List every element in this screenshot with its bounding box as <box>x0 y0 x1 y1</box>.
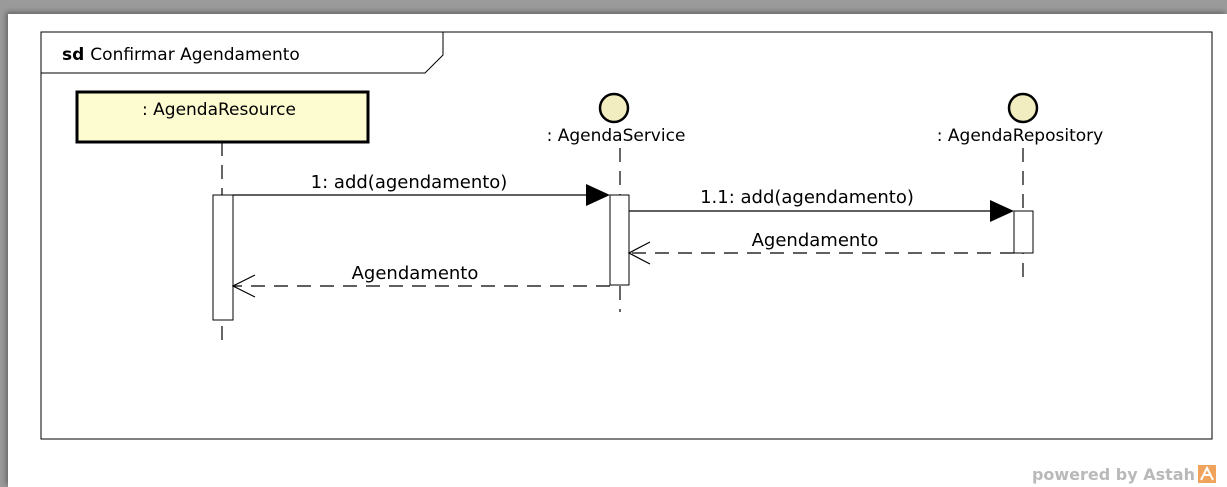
return-label-1: Agendamento <box>352 263 479 284</box>
lifeline-head-agenda-resource[interactable] <box>75 90 370 144</box>
activation-bar-agenda-repository <box>1013 210 1034 254</box>
sequence-frame <box>40 31 1213 440</box>
frame-title-tab <box>41 32 444 74</box>
lifeline-label-agenda-service: : AgendaService <box>547 126 686 146</box>
activation-bar-agenda-resource <box>212 194 234 321</box>
watermark-text: powered by Astah <box>1032 465 1195 484</box>
sync-arrowhead <box>586 184 610 206</box>
activation-bar-agenda-service <box>609 194 630 286</box>
return-label-1-1: Agendamento <box>752 230 879 251</box>
frame-name: Confirmar Agendamento <box>90 45 300 65</box>
frame-title: sd Confirmar Agendamento <box>62 45 300 65</box>
message-label-1: 1: add(agendamento) <box>311 172 508 193</box>
lifeline-label-agenda-repository: : AgendaRepository <box>937 126 1103 146</box>
astah-logo-icon <box>1198 465 1216 483</box>
open-arrowhead <box>231 274 256 298</box>
message-label-1-1: 1.1: add(agendamento) <box>700 187 914 208</box>
open-arrowhead <box>627 241 651 265</box>
control-icon[interactable] <box>598 92 630 124</box>
sync-arrowhead <box>990 200 1014 222</box>
lifeline-label-agenda-resource: : AgendaResource <box>142 100 296 120</box>
frame-keyword: sd <box>62 45 84 65</box>
control-icon[interactable] <box>1007 92 1039 124</box>
